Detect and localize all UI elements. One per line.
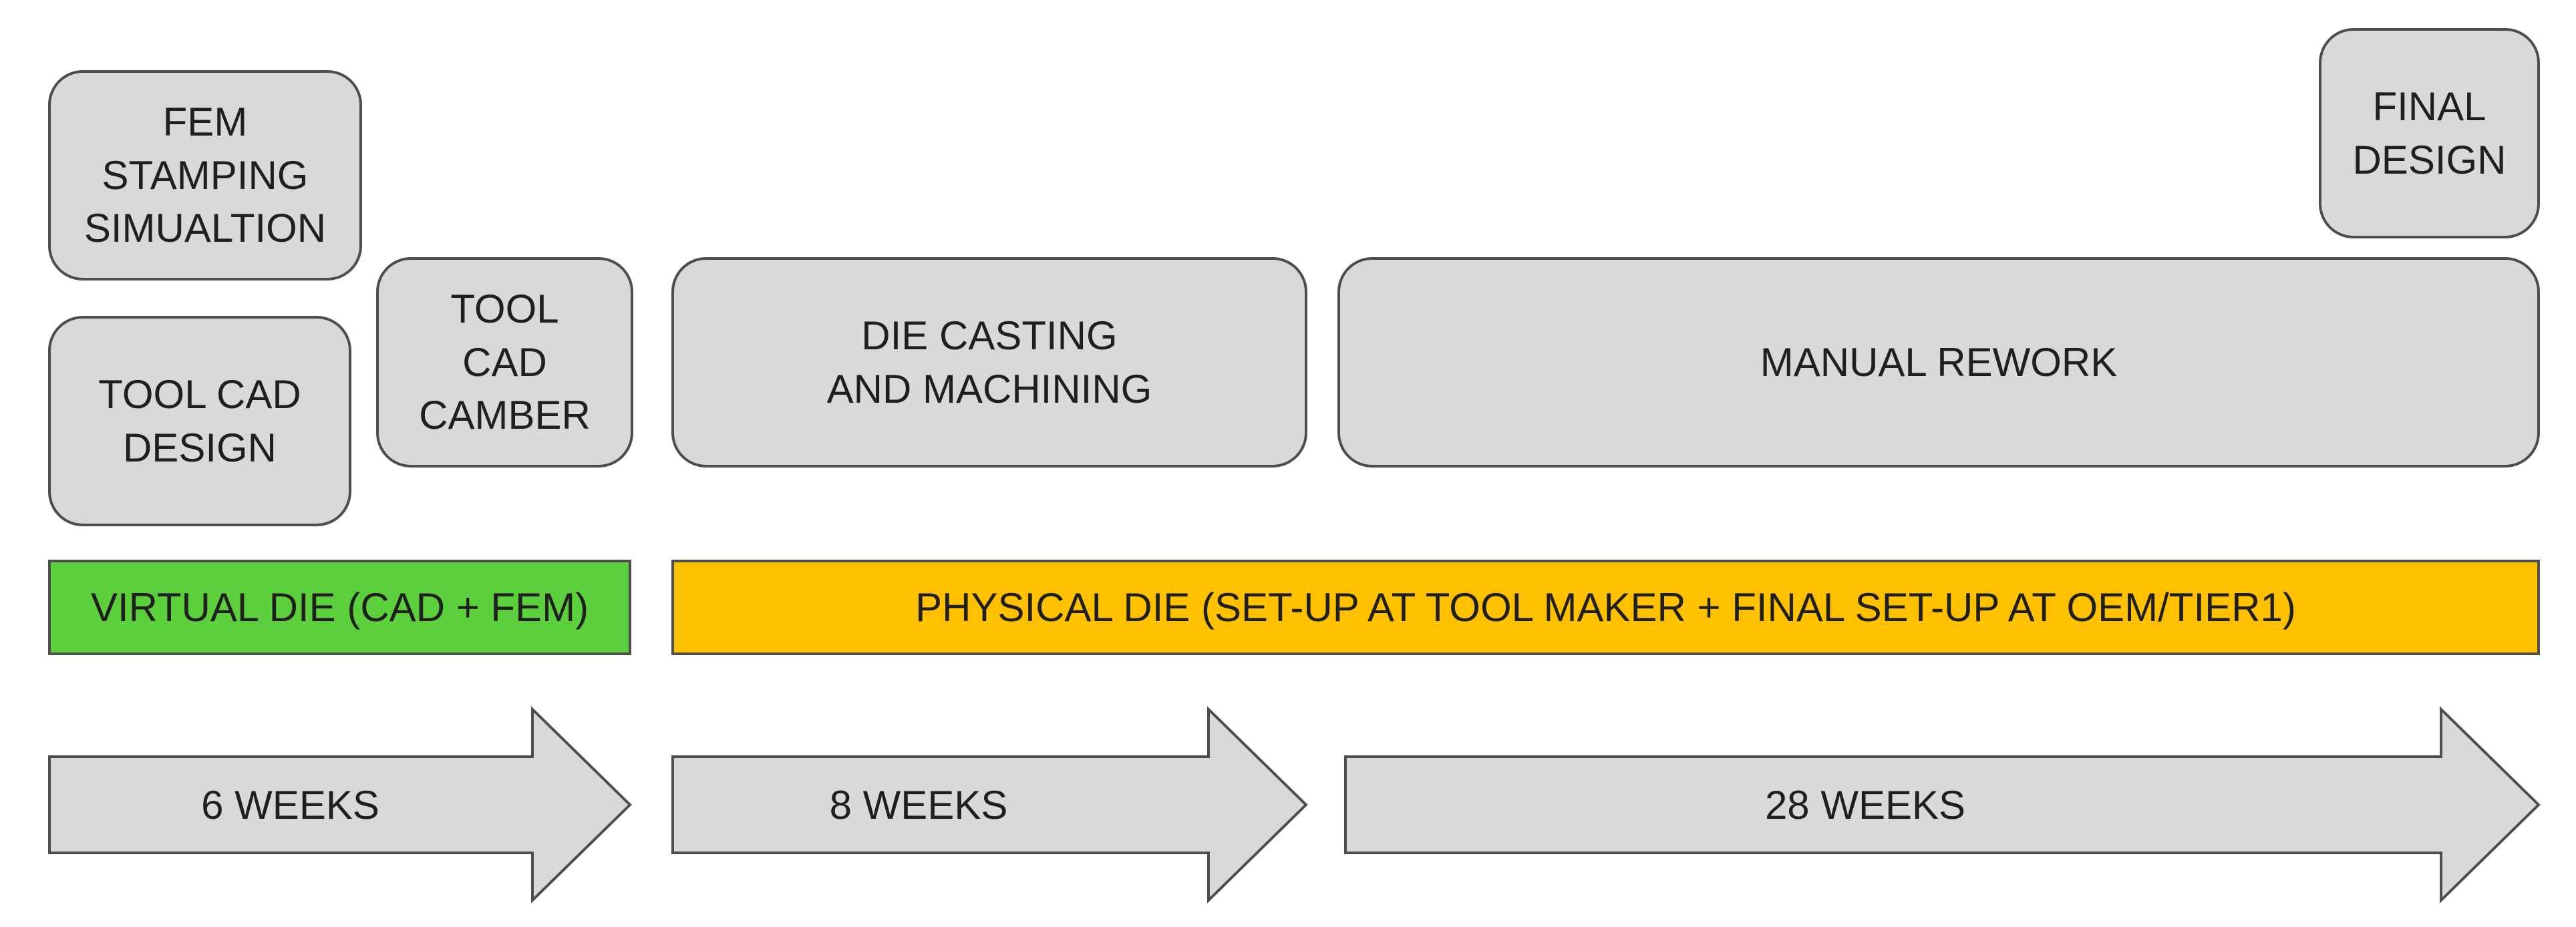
duration-label: 6 WEEKS [201, 782, 379, 827]
duration-label: 28 WEEKS [1764, 782, 1966, 827]
duration-label: 8 WEEKS [829, 782, 1008, 827]
duration-arrow-manual-rework: 28 WEEKS [1344, 706, 2541, 904]
step-die-casting-machining: DIE CASTING AND MACHINING [671, 257, 1307, 468]
step-tool-cad-camber: TOOL CAD CAMBER [376, 257, 633, 468]
step-label: TOOL CAD CAMBER [419, 286, 591, 438]
phase-label: PHYSICAL DIE (SET-UP AT TOOL MAKER + FIN… [915, 585, 2296, 630]
arrow-right-icon [1344, 706, 2541, 904]
step-fem-stamping-simulation: FEM STAMPING SIMUALTION [48, 70, 362, 281]
phase-physical-die: PHYSICAL DIE (SET-UP AT TOOL MAKER + FIN… [671, 560, 2540, 655]
step-manual-rework: MANUAL REWORK [1337, 257, 2540, 468]
step-label: TOOL CAD DESIGN [98, 371, 301, 470]
step-label: FINAL DESIGN [2352, 83, 2507, 182]
arrow-right-icon [48, 706, 632, 904]
duration-arrow-virtual: 6 WEEKS [48, 706, 632, 904]
step-label: FEM STAMPING SIMUALTION [84, 99, 327, 251]
phase-virtual-die: VIRTUAL DIE (CAD + FEM) [48, 560, 631, 655]
step-tool-cad-design: TOOL CAD DESIGN [48, 316, 351, 526]
step-label: MANUAL REWORK [1760, 339, 2118, 385]
duration-arrow-die-casting: 8 WEEKS [671, 706, 1308, 904]
step-label: DIE CASTING AND MACHINING [826, 313, 1152, 411]
phase-label: VIRTUAL DIE (CAD + FEM) [90, 585, 589, 630]
step-final-design: FINAL DESIGN [2319, 28, 2540, 238]
arrow-right-icon [671, 706, 1308, 904]
